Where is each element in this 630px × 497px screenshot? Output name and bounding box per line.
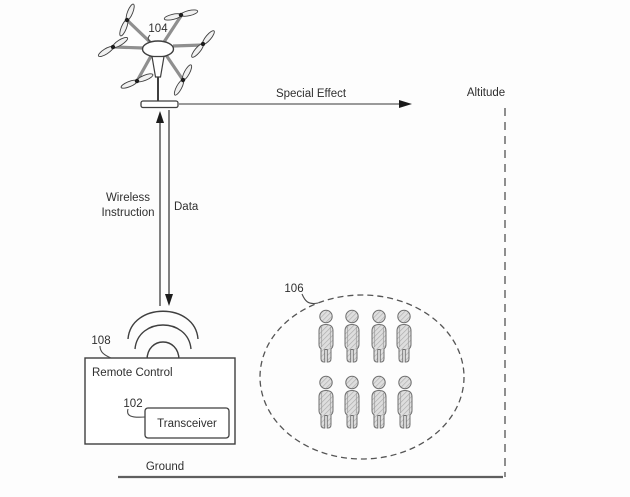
comm-link: Wireless Instruction Data bbox=[101, 110, 199, 306]
drone-ref-leader bbox=[147, 34, 152, 43]
wireless-instruction-label-line1: Wireless bbox=[106, 192, 150, 204]
audience-boundary-ellipse bbox=[259, 294, 465, 460]
data-label: Data bbox=[174, 201, 199, 213]
wireless-signal-icon bbox=[127, 310, 199, 361]
person-icon bbox=[396, 309, 412, 363]
transceiver-ref-label: 102 bbox=[123, 398, 142, 410]
person-icon bbox=[344, 375, 360, 429]
special-effect-arrow: Special Effect bbox=[179, 88, 412, 108]
special-effect-label: Special Effect bbox=[276, 88, 347, 100]
drone-illustration: 104 bbox=[96, 2, 217, 109]
transceiver-label: Transceiver bbox=[157, 418, 217, 430]
down-arrowhead-icon bbox=[165, 294, 173, 306]
audience-ref-label: 106 bbox=[284, 283, 303, 295]
wireless-instruction-label-line2: Instruction bbox=[101, 207, 154, 219]
drone-body bbox=[141, 40, 175, 58]
transceiver-box bbox=[144, 407, 230, 439]
ground-label: Ground bbox=[146, 461, 184, 473]
remote-control-unit: Remote Control 108 Transceiver 102 bbox=[84, 310, 236, 445]
person-icon bbox=[397, 375, 413, 429]
drone-arms bbox=[113, 15, 204, 82]
altitude-label: Altitude bbox=[467, 87, 505, 99]
propeller-icon bbox=[163, 8, 199, 22]
ground-axis: Ground bbox=[118, 461, 503, 479]
drone-cone bbox=[151, 55, 165, 78]
person-icon bbox=[318, 375, 334, 429]
person-icon bbox=[371, 309, 387, 363]
altitude-axis: Altitude bbox=[467, 87, 506, 477]
drone-platform bbox=[140, 100, 179, 109]
person-icon bbox=[318, 309, 334, 363]
audience-ref-leader bbox=[301, 293, 319, 305]
propeller-icon bbox=[119, 71, 155, 91]
propeller-icon bbox=[117, 2, 137, 38]
drone-ref-label: 104 bbox=[148, 23, 168, 35]
person-icon bbox=[371, 375, 387, 429]
remote-control-ref-label: 108 bbox=[91, 335, 110, 347]
up-arrowhead-icon bbox=[156, 111, 164, 123]
person-icon bbox=[344, 309, 360, 363]
remote-control-label: Remote Control bbox=[92, 367, 173, 379]
transceiver-ref-leader bbox=[127, 408, 146, 418]
audience-group: 106 bbox=[259, 283, 465, 460]
special-effect-arrowhead-icon bbox=[399, 100, 412, 108]
remote-control-ref-leader bbox=[99, 345, 112, 359]
